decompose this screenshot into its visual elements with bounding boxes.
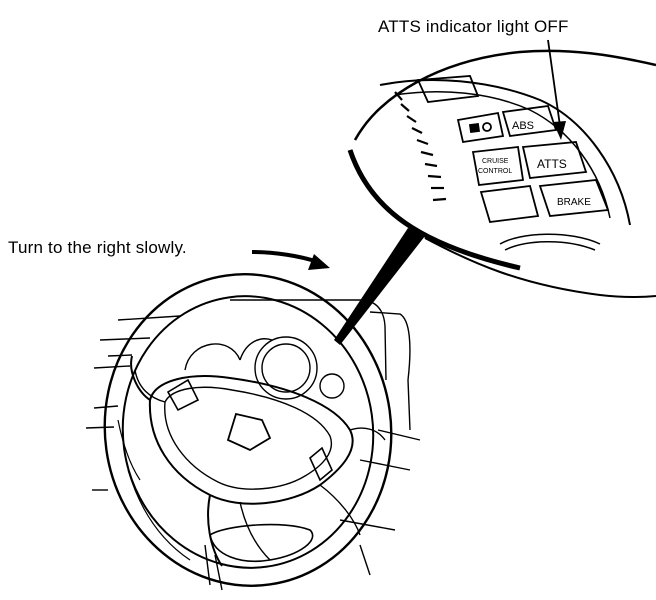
indicator-leader <box>547 39 566 140</box>
cruise-label-2: CONTROL <box>478 168 512 175</box>
inset-pointer <box>334 228 425 345</box>
brake-indicator: BRAKE <box>538 179 610 217</box>
abs-label: ABS <box>512 120 534 132</box>
abs-indicator: ABS <box>501 105 558 137</box>
instruction-callout: Turn to the right slowly. <box>8 238 187 257</box>
blank-indicator <box>479 185 540 223</box>
cruise-label-1: CRUISE <box>482 158 509 165</box>
atts-label: ATTS <box>537 157 567 171</box>
inset-cluster <box>347 49 656 298</box>
atts-indicator: ATTS <box>521 141 588 179</box>
brake-label: BRAKE <box>557 197 591 208</box>
cruise-control-indicator: CRUISE CONTROL <box>471 146 525 186</box>
indicator-callout: ATTS indicator light OFF <box>378 17 569 36</box>
indicator-panel: ABS CRUISE CONTROL ATTS BRAKE <box>456 105 610 223</box>
headlight-indicator <box>456 111 505 144</box>
turn-arrow <box>251 250 330 270</box>
gauge-tick-scale <box>394 91 447 202</box>
steering-wheel <box>103 273 393 587</box>
dashboard <box>85 299 421 591</box>
